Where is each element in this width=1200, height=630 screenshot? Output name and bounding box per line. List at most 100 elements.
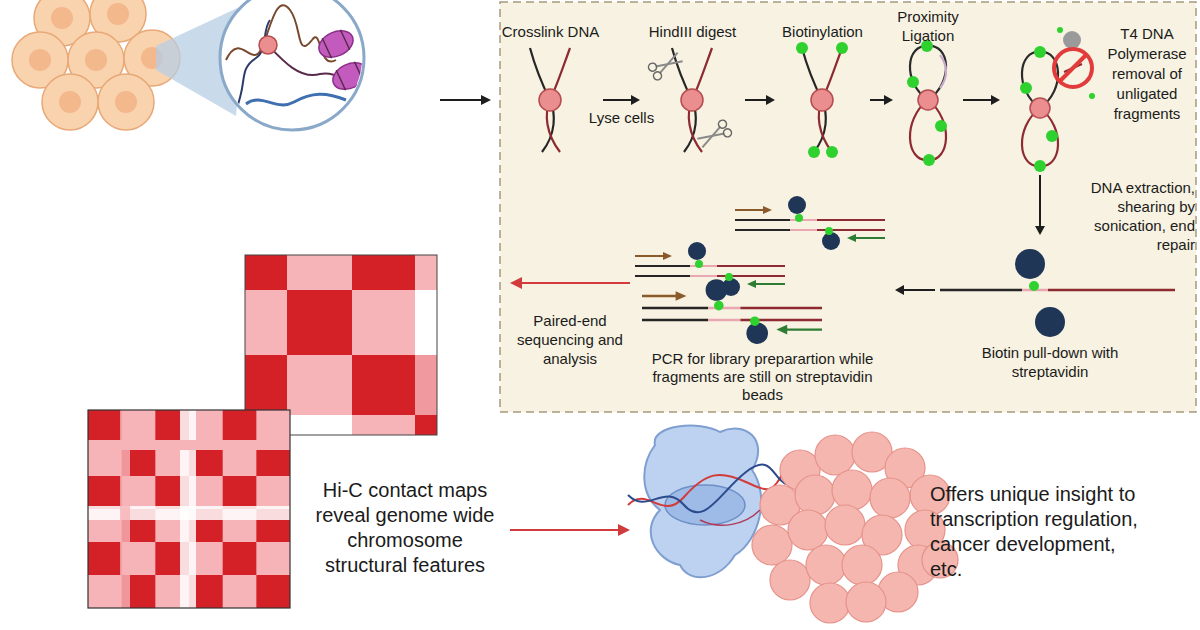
ribosome-illustration xyxy=(665,485,745,525)
polymerase-illustration xyxy=(1063,31,1081,49)
contact-map-back xyxy=(415,290,437,355)
biotin-illustration xyxy=(796,42,808,54)
zoom-circle xyxy=(354,62,363,82)
contact-map-front xyxy=(88,410,290,608)
polymerase-illustration xyxy=(1020,82,1032,94)
digest-illustration xyxy=(697,126,724,147)
cell-cluster xyxy=(12,0,180,130)
contact-map-back xyxy=(245,255,437,435)
polymerase-illustration xyxy=(1057,27,1063,33)
biotin-illustration xyxy=(826,146,838,158)
contact-map-back xyxy=(287,255,352,290)
contact-map-back xyxy=(287,415,352,435)
cell-cluster xyxy=(42,74,98,130)
contact-map-front xyxy=(120,410,130,608)
step-label: T4 DNA Polymerase removal of unligated f… xyxy=(1098,24,1196,124)
step-label: HindIII digest xyxy=(640,22,745,41)
step-label: Biotin pull-down with streptavidin xyxy=(975,343,1125,381)
cell-cluster xyxy=(85,49,107,71)
tumor-illustration xyxy=(815,435,855,475)
zoom-circle xyxy=(246,94,346,105)
arrow-shaft xyxy=(745,99,768,101)
pulldown-illustration xyxy=(1048,289,1175,292)
tumor-illustration xyxy=(825,505,865,545)
digest-illustration xyxy=(647,49,685,81)
arrow-head xyxy=(510,277,522,289)
process-step: Crosslink DNA xyxy=(498,18,603,158)
arrow-shaft xyxy=(520,282,630,284)
flow-arrow xyxy=(870,95,893,105)
digest-illustration xyxy=(647,48,733,152)
contact-map-back xyxy=(415,355,437,415)
ligation-illustration xyxy=(907,40,947,166)
tumor-illustration xyxy=(795,475,835,515)
arrow-head xyxy=(991,95,1000,105)
edge-label: Paired-end sequencing and analysis xyxy=(505,311,635,368)
step-label: Hi-C contact maps reveal genome wide chr… xyxy=(305,478,505,578)
protocol-panel xyxy=(500,2,1196,412)
arrow-head xyxy=(766,95,775,105)
zoom-circle xyxy=(226,5,336,61)
pulldown-illustration xyxy=(940,289,1022,292)
process-step: Offers unique insight to transcription r… xyxy=(630,420,1175,625)
biotin-illustration xyxy=(802,48,842,152)
edge-label: DNA extraction, shearing by sonication, … xyxy=(1062,178,1195,254)
digest-illustration xyxy=(695,119,733,151)
contact-map-back xyxy=(352,355,415,415)
step-label: Offers unique insight to transcription r… xyxy=(930,482,1142,582)
polymerase-illustration xyxy=(1054,49,1092,87)
pcr-illustration xyxy=(735,196,885,250)
contact-map-back xyxy=(352,415,415,435)
crosslink-illustration xyxy=(530,48,570,152)
contact-map-back xyxy=(415,415,437,435)
digest-illustration xyxy=(722,127,733,138)
arrow-head xyxy=(1035,226,1045,235)
arrow-shaft xyxy=(870,99,886,101)
zoom-circle xyxy=(220,0,364,130)
ligation-illustration xyxy=(918,90,938,110)
ligation-illustration xyxy=(923,154,935,166)
zoom-circle xyxy=(220,0,371,130)
process-step: Biotinylation xyxy=(775,18,870,158)
arrow-shaft xyxy=(603,99,633,101)
crosslink-illustration xyxy=(530,48,570,152)
contact-map-back xyxy=(415,255,437,290)
tumor-illustration xyxy=(788,510,828,550)
polymerase-illustration xyxy=(1030,98,1050,118)
flow-arrow xyxy=(963,95,1000,105)
flow-arrow xyxy=(895,285,935,295)
zoom-circle xyxy=(315,26,358,63)
zoom-circle xyxy=(259,36,277,54)
contact-map-front xyxy=(88,410,290,608)
pulldown-illustration xyxy=(1029,281,1039,291)
contact-map-front xyxy=(88,440,290,450)
intro-arrow xyxy=(440,99,482,101)
biotin-illustration xyxy=(796,42,848,158)
process-step: Hi-C contact maps reveal genome wide chr… xyxy=(85,250,510,612)
edge-label: Lyse cells xyxy=(582,108,662,127)
arrow-shaft xyxy=(1039,175,1041,228)
ribosome-illustration xyxy=(700,510,760,525)
cell-cluster xyxy=(51,7,73,29)
cell-cluster xyxy=(98,74,154,130)
tumor-illustration xyxy=(770,560,810,600)
polymerase-illustration xyxy=(1089,93,1095,99)
pcr-illustration xyxy=(635,196,885,344)
contact-map-back xyxy=(352,290,415,355)
contact-map-back xyxy=(287,290,352,355)
tumor-illustration xyxy=(752,432,958,623)
cell-cluster xyxy=(115,91,137,113)
digest-illustration xyxy=(656,54,683,75)
biotin-illustration xyxy=(808,146,820,158)
zoom-circle xyxy=(340,30,349,50)
polymerase-illustration xyxy=(1060,55,1086,81)
flow-arrow xyxy=(603,95,640,105)
step-label: Crosslink DNA xyxy=(498,22,603,41)
zoom-circle xyxy=(329,58,372,95)
process-step: PCR for library preparartion while fragm… xyxy=(630,178,895,410)
pulldown-illustration xyxy=(1015,249,1045,279)
arrow-head xyxy=(884,95,893,105)
cell-cluster xyxy=(59,91,81,113)
polymerase-illustration xyxy=(1034,46,1046,58)
